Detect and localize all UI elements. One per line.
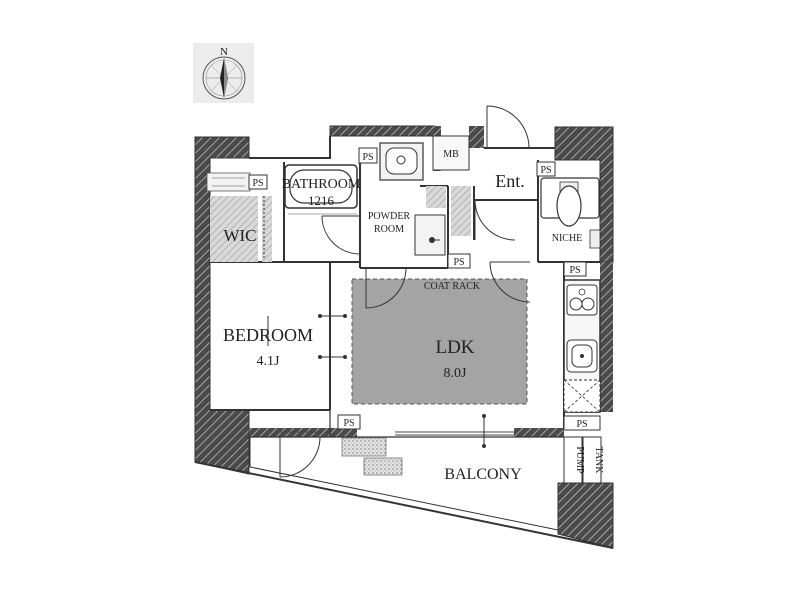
washbasin-icon [379, 142, 424, 181]
wic-shelves [206, 172, 272, 262]
ldk-label: LDK [435, 337, 474, 358]
powder-room-label-line2: ROOM [374, 224, 404, 235]
doors [279, 105, 539, 478]
sink-icon [566, 339, 598, 373]
balcony-tile [363, 457, 403, 476]
compass-north-label: N [220, 46, 228, 58]
refrigerator-icon [563, 379, 601, 413]
balcony-outline [194, 437, 614, 549]
ps-label: PS [252, 178, 263, 189]
entrance-label: Ent. [495, 171, 525, 191]
powder-storage [426, 186, 446, 208]
bathroom-size: 1216 [308, 193, 335, 208]
wic-label: WIC [223, 226, 256, 245]
markers [248, 135, 602, 484]
sliding-partition [263, 196, 486, 448]
compass-rose-icon [206, 58, 242, 98]
balcony-tile [341, 437, 387, 457]
ps-label: PS [540, 165, 551, 176]
pump-label: PUMP [574, 446, 585, 474]
ldk-size: 8.0J [444, 366, 468, 381]
stove-icon [566, 284, 598, 316]
bathtub-icon [284, 164, 358, 209]
powder-room-label-line1: POWDER [368, 211, 411, 222]
ldk-floor-area [351, 278, 528, 405]
ps-label: PS [576, 419, 587, 430]
niche-toilet-icon [540, 177, 600, 227]
bathroom-label: BATHROOM [282, 177, 361, 192]
compass: N [193, 43, 254, 103]
balcony-sliding-door [275, 431, 514, 436]
outlet-icon [589, 229, 601, 249]
bedroom-label: BEDROOM [223, 325, 313, 345]
ps-label: PS [343, 418, 354, 429]
ps-label: PS [362, 152, 373, 163]
niche-label: NICHE [552, 233, 583, 244]
ps-label: PS [453, 257, 464, 268]
labels: PS PS PS PS PS PS PS MB BATHROOM 1216 PO… [223, 149, 604, 483]
entry-storage [451, 186, 471, 236]
tank-label: TANK [593, 447, 604, 475]
bedroom-size: 4.1J [257, 354, 281, 369]
toilet-icon [414, 214, 446, 256]
mb-label: MB [443, 149, 459, 160]
ps-label: PS [569, 265, 580, 276]
balcony-label: BALCONY [444, 466, 522, 483]
coat-rack-label: COAT RACK [424, 281, 481, 292]
